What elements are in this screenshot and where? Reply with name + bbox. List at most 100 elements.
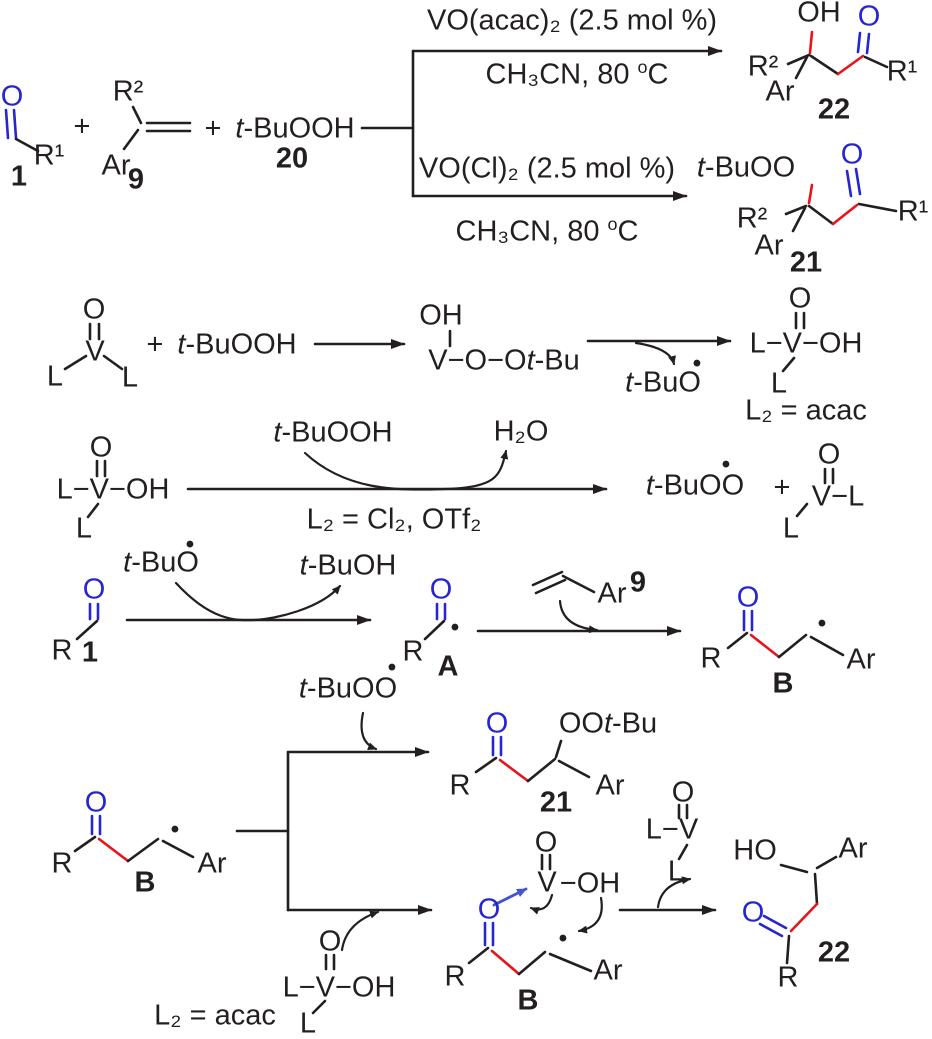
- vleaving-lv-label: L−V: [645, 813, 699, 846]
- celsius-unit: C: [647, 58, 669, 91]
- step4-tbuoo-label: t-BuOO: [299, 674, 397, 704]
- vcat-ligand-left: L: [46, 360, 64, 393]
- alkene9b-ar-bond: [561, 574, 596, 594]
- vcat-l-left-bond: [63, 354, 88, 371]
- step1-tbuo-radical-label: t-BuO: [625, 366, 701, 399]
- step2-product-vo-double-bond: [823, 467, 835, 485]
- acylA-o-atom: O: [429, 573, 453, 606]
- leftB-co-double-bond: [90, 814, 102, 836]
- aldehyde1-r1-label: R¹: [33, 139, 65, 172]
- midB-new-cc-bond: [490, 949, 521, 976]
- midB-co-double-bond: [483, 921, 495, 947]
- radicalB-ar-bond: [809, 635, 845, 657]
- p22b-new-cc-bond: [789, 902, 819, 933]
- oo-text: OO: [558, 707, 604, 740]
- bu-rest: -Bu: [612, 707, 658, 740]
- ligand-note-acac: L₂ = acac: [154, 999, 276, 1032]
- step2-lvoh-label: L−V−OH: [56, 473, 170, 506]
- p22-r2-label: R²: [747, 50, 779, 83]
- radicalB-r-label: R: [700, 642, 722, 675]
- complex-coordination-blue-arrow: [492, 887, 528, 907]
- leftB-ar-label: Ar: [197, 847, 227, 880]
- compound-number-9: 9: [127, 163, 145, 196]
- aldehyde2-r-label: R: [51, 634, 73, 667]
- p21b-ootbu-label: OOt-Bu: [558, 707, 658, 740]
- alkene9-r2-bond: [131, 105, 143, 125]
- p22-ar-bond: [794, 55, 809, 80]
- solvent-condition-b: CH₃CN, 80 oC: [456, 215, 639, 247]
- vcat-vo-double-bond: [88, 322, 101, 341]
- p22b-ho-bond: [779, 863, 809, 874]
- vcat-ligand-right: L: [121, 361, 139, 394]
- acylA-cr-bond: [423, 619, 446, 641]
- p21-tbuoo-label: t-BuOO: [697, 153, 795, 183]
- radicalB-co-double-bond: [742, 609, 754, 632]
- compound-number-20: 20: [275, 142, 309, 175]
- italic-t: t: [177, 328, 186, 361]
- step4-tbuoo-in-curved-arrow: [360, 711, 378, 751]
- tbuo-rest: -BuO: [633, 366, 701, 399]
- complex-vo-double-bond: [540, 853, 552, 871]
- step1-tbuooh-label: t-BuOOH: [177, 328, 296, 361]
- acylA-co-double-bond: [435, 602, 447, 621]
- solvent-text: CH₃CN, 80: [485, 58, 638, 91]
- radical-dot: •: [721, 451, 731, 478]
- lvoh-ligand: L: [299, 1007, 317, 1039]
- p22-ch2-bond: [809, 54, 840, 76]
- step1-product-o-atom: O: [788, 282, 812, 315]
- step1-product-vo-double-bond: [794, 311, 806, 330]
- p22-new-cc-bond: [836, 54, 865, 76]
- step1-product-vl-bond: [781, 356, 796, 373]
- italic-t: t: [645, 469, 654, 502]
- p21-r1-label: R¹: [897, 195, 929, 228]
- p21-oo-bond: [807, 183, 814, 205]
- p22-r1-label: R¹: [886, 55, 918, 88]
- radicalB-cr-bond: [726, 631, 749, 650]
- water-label: H₂O: [493, 415, 549, 448]
- midB-ar-label: Ar: [593, 954, 623, 987]
- midB-o-atom: O: [477, 893, 501, 926]
- p22b-ar-bond: [815, 855, 838, 870]
- radical-dot: •: [692, 350, 702, 377]
- step3-tbuo-in-tbuoh-out-curved-arrow: [174, 581, 342, 622]
- step3-alkene-in-curved-arrow: [558, 599, 599, 634]
- compound-number-21: 21: [789, 246, 823, 279]
- plus-sign: +: [146, 328, 164, 361]
- leftB-o-atom: O: [84, 786, 108, 819]
- compound-number-22: 22: [817, 936, 851, 969]
- p22b-chch2-bond: [813, 872, 819, 906]
- step2-product-ligand: L: [782, 512, 800, 545]
- radicalB-ch-bond: [777, 633, 808, 659]
- alkene9-cc-double-bond: [145, 121, 192, 133]
- bu-rest: -Bu: [534, 344, 580, 377]
- p21b-ar-label: Ar: [595, 769, 625, 802]
- species-label-B: B: [772, 667, 794, 700]
- aldehyde1-cr-bond: [14, 137, 40, 153]
- degree-sup: o: [637, 56, 648, 77]
- p22-o-atom: O: [857, 0, 881, 33]
- p21-ar-label: Ar: [754, 229, 784, 262]
- italic-t: t: [235, 112, 244, 145]
- p22-r1-bond: [863, 55, 889, 69]
- radical-dot: •: [817, 610, 827, 637]
- leftB-ar-bond: [161, 839, 195, 859]
- catalyst-condition-a: VO(acac)₂ (2.5 mol %): [426, 4, 718, 37]
- p21b-new-cc-bond: [498, 758, 530, 783]
- leftB-cr-bond: [73, 835, 97, 853]
- step2-vo-double-bond: [95, 459, 107, 478]
- step2-ligand: L: [75, 512, 93, 545]
- p21-o-atom: O: [840, 138, 864, 171]
- radical-dot: •: [387, 654, 397, 681]
- step1-product-lvoh-label: L−V−OH: [749, 327, 863, 360]
- p22-oh-bond: [808, 30, 814, 55]
- vleaving-out-curved-arrow: [656, 876, 692, 909]
- leftB-new-cc-bond: [97, 837, 130, 863]
- italic-t: t: [526, 344, 535, 377]
- step1-product-ligand: L: [770, 367, 788, 400]
- degree-sup: o: [607, 213, 618, 234]
- italic-t: t: [603, 707, 613, 740]
- p22-oh-label: OH: [797, 0, 841, 29]
- vcat-v-atom: V: [85, 335, 105, 368]
- vleaving-o-atom: O: [671, 776, 695, 809]
- step2-tbuooh-rest: -BuOOH: [281, 416, 393, 449]
